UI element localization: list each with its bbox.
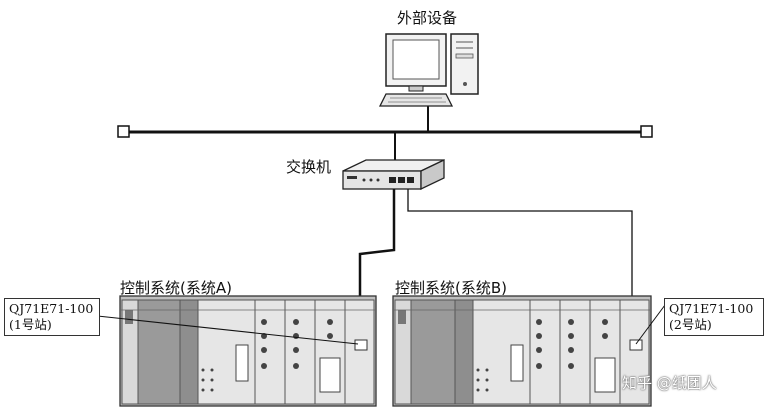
system-a-title: 控制系统(系统A): [120, 279, 232, 297]
bus-terminator-right: [640, 125, 653, 138]
computer-icon: [378, 33, 479, 107]
station-number-b: (2号站): [669, 317, 712, 332]
plc-rack-a: [119, 295, 377, 407]
switch-icon: [342, 158, 445, 191]
switch-label: 交换机: [286, 158, 332, 176]
module-model-b: QJ71E71-100: [669, 301, 754, 316]
callout-system-a: QJ71E71-100 (1号站): [4, 298, 100, 336]
ethernet-bus: [117, 106, 653, 162]
station-number-a: (1号站): [9, 317, 52, 332]
plc-rack-b: [392, 295, 652, 407]
external-device-label: 外部设备: [397, 9, 458, 27]
module-model-a: QJ71E71-100: [9, 301, 94, 316]
bus-terminator-left: [117, 125, 130, 138]
callout-leader-a: [87, 314, 359, 345]
watermark: 知乎 @纸团人: [622, 374, 717, 392]
callout-system-b: QJ71E71-100 (2号站): [664, 298, 764, 336]
callout-leader-b: [635, 304, 666, 345]
cable-to-system-b: [407, 189, 633, 296]
system-b-title: 控制系统(系统B): [395, 279, 507, 297]
cable-to-system-a: [358, 189, 396, 296]
